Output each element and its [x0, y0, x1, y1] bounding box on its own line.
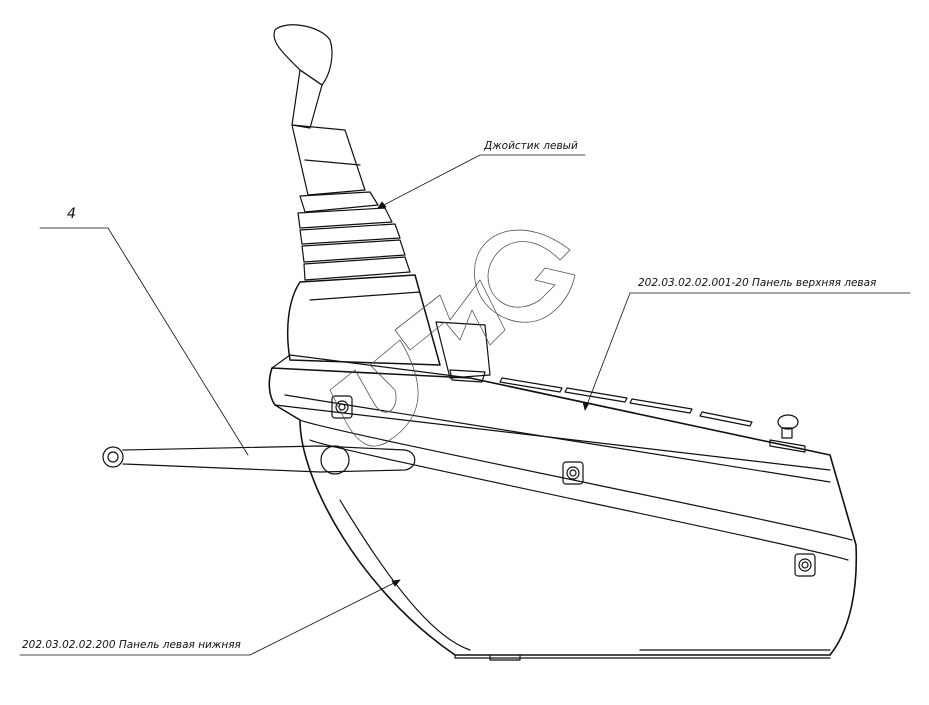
panel-buttons — [499, 377, 753, 427]
console-body — [268, 354, 858, 661]
toggle-knob — [769, 414, 806, 453]
watermark-umg — [329, 229, 576, 447]
item-number-label: 4 — [67, 206, 76, 222]
upper-panel-label: 202.03.02.02.001-20 Панель верхняя левая — [638, 277, 877, 289]
lower-panel-label: 202.03.02.02.200 Панель левая нижняя — [22, 639, 241, 651]
callout-leaders — [19, 154, 911, 656]
lever-handle — [102, 445, 416, 475]
screws — [331, 395, 816, 577]
joystick — [273, 24, 491, 383]
joystick-label: Джойстик левый — [484, 140, 578, 152]
